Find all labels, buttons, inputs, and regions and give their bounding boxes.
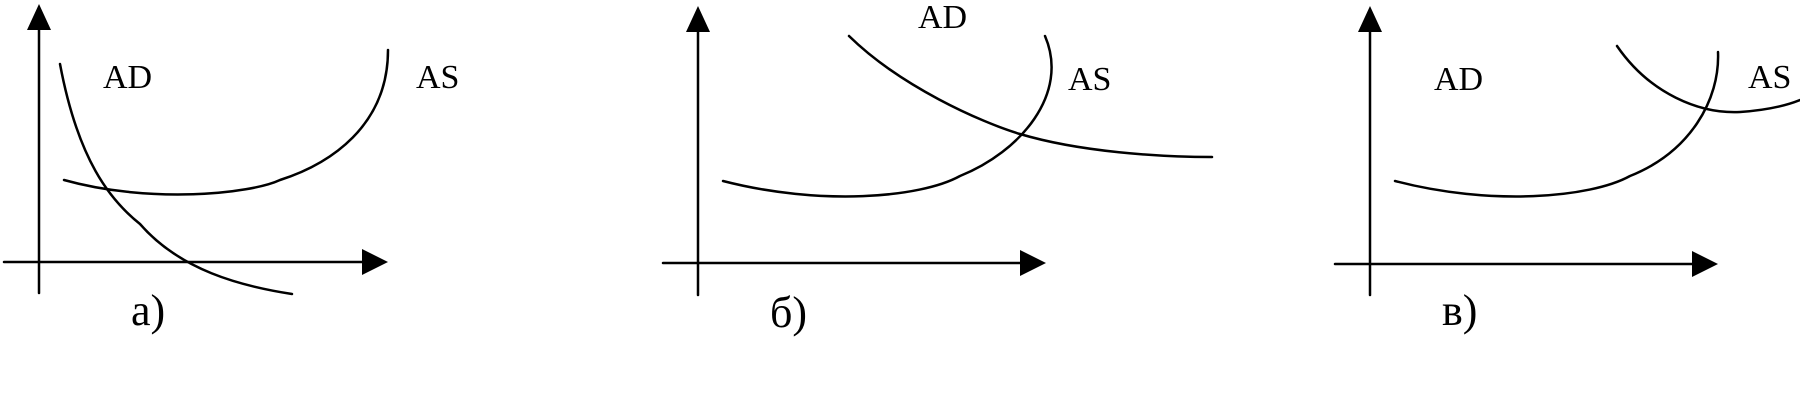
ad-label: AD (918, 0, 967, 36)
y-axis-arrow-icon (1358, 6, 1382, 32)
ad-label: AD (103, 59, 152, 96)
as-curve (721, 34, 1053, 198)
y-axis-arrow-icon (27, 4, 51, 30)
x-axis-arrow-icon (1692, 251, 1718, 277)
ad-curve (58, 62, 294, 296)
ad-curve (1615, 44, 1800, 114)
as-curve (1393, 50, 1720, 198)
ad-label: AD (1434, 61, 1483, 98)
panel-c: AD AS в) (1333, 6, 1800, 335)
panel-label: в) (1442, 286, 1477, 335)
as-label: AS (1748, 59, 1791, 96)
as-curve (62, 48, 390, 196)
x-axis-arrow-icon (1020, 250, 1046, 276)
as-label: AS (1068, 61, 1111, 98)
panel-a: AD AS а) (2, 4, 459, 335)
panel-b: AD AS б) (661, 0, 1214, 337)
y-axis-arrow-icon (686, 6, 710, 32)
panel-label: б) (770, 288, 807, 337)
ad-curve (847, 34, 1214, 159)
x-axis-arrow-icon (362, 249, 388, 275)
as-label: AS (416, 59, 459, 96)
panel-label: а) (131, 286, 165, 335)
